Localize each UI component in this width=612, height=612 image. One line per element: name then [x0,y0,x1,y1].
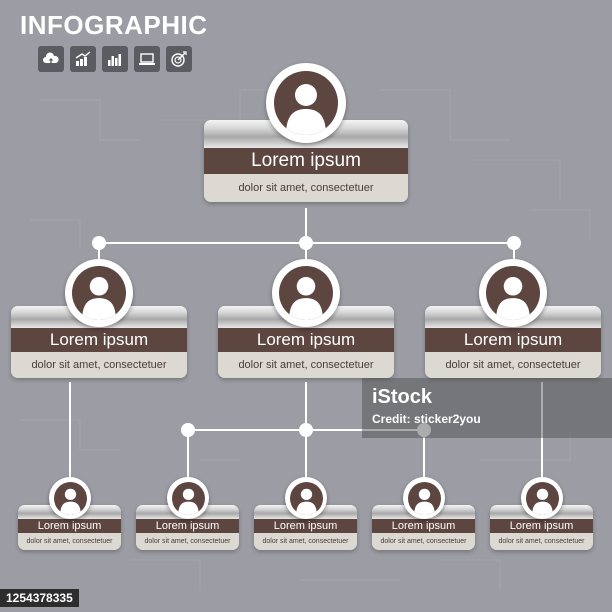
avatar [167,477,209,519]
card-title: Lorem ipsum [204,148,408,174]
org-card-manager-3: Lorem ipsum dolor sit amet, consectetuer [425,306,601,378]
card-subtitle: dolor sit amet, consectetuer [425,352,601,378]
avatar [403,477,445,519]
avatar [49,477,91,519]
card-subtitle: dolor sit amet, consectetuer [218,352,394,378]
card-subtitle: dolor sit amet, consectetuer [11,352,187,378]
avatar [65,259,133,327]
junction-node [299,423,313,437]
card-title: Lorem ipsum [425,328,601,352]
avatar [266,63,346,143]
stock-watermark: iStock Credit: sticker2you [362,378,612,438]
junction-node [92,236,106,250]
person-icon [531,488,553,515]
junction-node [507,236,521,250]
org-card-manager-2: Lorem ipsum dolor sit amet, consectetuer [218,306,394,378]
laptop-icon [134,46,160,72]
person-icon [413,488,435,515]
growth-chart-icon [70,46,96,72]
junction-node [299,236,313,250]
org-card-staff-4: Lorem ipsum dolor sit amet, consectetuer [372,505,475,550]
card-title: Lorem ipsum [490,519,593,533]
card-subtitle: dolor sit amet, consectetuer [490,533,593,550]
bar-chart-icon [102,46,128,72]
avatar [272,259,340,327]
avatar [285,477,327,519]
stock-id-label: 1254378335 [0,589,79,607]
card-title: Lorem ipsum [372,519,475,533]
person-icon [177,488,199,515]
org-card-staff-2: Lorem ipsum dolor sit amet, consectetuer [136,505,239,550]
person-icon [59,488,81,515]
watermark-credit: Credit: sticker2you [372,412,481,426]
card-subtitle: dolor sit amet, consectetuer [372,533,475,550]
person-icon [289,276,323,320]
person-icon [286,84,326,135]
card-subtitle: dolor sit amet, consectetuer [204,174,408,202]
person-icon [295,488,317,515]
card-subtitle: dolor sit amet, consectetuer [18,533,121,550]
person-icon [82,276,116,320]
avatar [479,259,547,327]
card-subtitle: dolor sit amet, consectetuer [136,533,239,550]
junction-node [181,423,195,437]
person-icon [496,276,530,320]
watermark-logo: iStock [372,386,433,408]
card-title: Lorem ipsum [18,519,121,533]
card-title: Lorem ipsum [218,328,394,352]
cloud-upload-icon [38,46,64,72]
card-title: Lorem ipsum [254,519,357,533]
page-title: INFOGRAPHIC [20,10,208,40]
card-title: Lorem ipsum [136,519,239,533]
card-title: Lorem ipsum [11,328,187,352]
card-subtitle: dolor sit amet, consectetuer [254,533,357,550]
org-card-manager-1: Lorem ipsum dolor sit amet, consectetuer [11,306,187,378]
junction-node [417,423,431,437]
header-icon-row [38,46,192,72]
avatar [521,477,563,519]
target-icon [166,46,192,72]
